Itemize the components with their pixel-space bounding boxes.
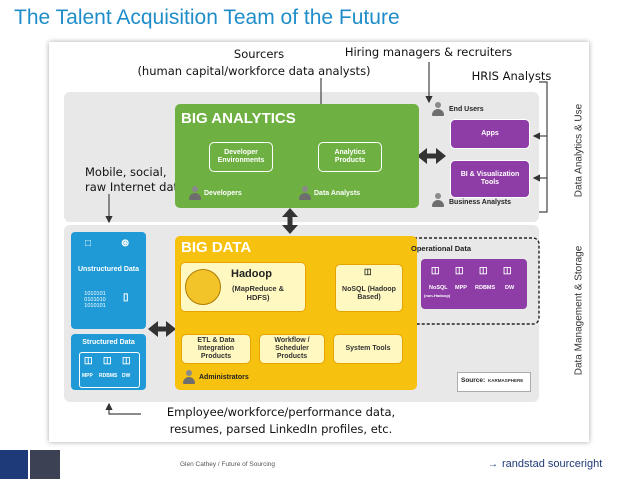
operational-dw-db-icon: ◫ xyxy=(503,265,512,275)
source-credit: Source: KARMASPHERE xyxy=(457,372,531,392)
network-icon: ⊛ xyxy=(121,238,130,249)
nosql-database-icon: ◫ xyxy=(364,267,372,276)
randstad-logo-icon: → xyxy=(488,459,498,470)
business-analysts-person-icon xyxy=(432,193,444,207)
structured-data-title: Structured Data xyxy=(82,338,135,346)
footer-credit: Glen Cathey / Future of Sourcing xyxy=(180,461,276,468)
operational-mpp-label: MPP xyxy=(455,285,467,291)
slide-title: The Talent Acquisition Team of the Futur… xyxy=(14,6,400,29)
operational-nosql-db-icon: ◫ xyxy=(431,265,440,275)
operational-rdbms-db-icon: ◫ xyxy=(479,265,488,275)
big-analytics-title: BIG ANALYTICS xyxy=(181,110,296,127)
diagram-frame: Sourcers (human capital/workforce data a… xyxy=(49,42,589,442)
footer-dark-block xyxy=(30,450,60,479)
big-data-title: BIG DATA xyxy=(181,239,252,256)
laptop-icon: □ xyxy=(85,238,92,249)
operational-data-panel: ◫ ◫ ◫ ◫ NoSQL (non-Hadoop) MPP RDBMS DW xyxy=(421,259,527,309)
operational-nosql-label: NoSQL xyxy=(429,285,448,291)
data-analysts-person-icon xyxy=(299,186,311,200)
raw-internet-label: raw Internet data xyxy=(85,180,186,194)
structured-data-panel: Structured Data ◫ ◫ ◫ MPP RDBMS DW xyxy=(71,334,146,390)
data-analysts-label: Data Analysts xyxy=(314,190,361,197)
structured-mpp-label: MPP xyxy=(82,373,93,379)
big-data-panel: BIG DATA Hadoop (MapReduce & HDFS) ◫ NoS… xyxy=(175,236,417,390)
footer-brand: randstad sourceright xyxy=(502,458,603,470)
structured-db-group: ◫ ◫ ◫ MPP RDBMS DW xyxy=(79,352,140,388)
mobile-phone-icon: ▯ xyxy=(123,292,129,303)
nosql-hadoop-box: ◫ NoSQL (Hadoop Based) xyxy=(335,264,403,312)
dw-database-icon: ◫ xyxy=(122,355,131,365)
unstructured-data-panel: □ ⊛ Unstructured Data 1010101 0101010 10… xyxy=(71,232,146,329)
structured-dw-label: DW xyxy=(122,373,131,379)
developer-environments-box: Developer Environments xyxy=(209,142,273,172)
mobile-social-label: Mobile, social, xyxy=(85,165,167,179)
nosql-hadoop-label: NoSQL (Hadoop Based) xyxy=(342,285,396,301)
operational-data-title: Operational Data xyxy=(411,244,472,253)
developers-person-icon xyxy=(189,186,201,200)
sourcers-sub-label: (human capital/workforce data analysts) xyxy=(137,64,371,78)
analytics-products-box: Analytics Products xyxy=(318,142,382,172)
business-analysts-label: Business Analysts xyxy=(449,199,511,206)
workflow-scheduler-box: Workflow / Scheduler Products xyxy=(259,334,325,364)
mpp-database-icon: ◫ xyxy=(84,355,93,365)
hadoop-sub-label: (MapReduce & HDFS) xyxy=(231,284,285,302)
administrators-label: Administrators xyxy=(199,374,249,381)
footer-navy-block xyxy=(0,450,28,479)
employee-data-label: Employee/workforce/performance data, xyxy=(166,405,396,419)
hadoop-box: Hadoop (MapReduce & HDFS) xyxy=(180,262,306,312)
source-label: Source: xyxy=(461,377,486,384)
system-tools-box: System Tools xyxy=(333,334,403,364)
rdbms-database-icon: ◫ xyxy=(103,355,112,365)
hiring-managers-label: Hiring managers & recruiters xyxy=(344,45,513,59)
resumes-label: resumes, parsed LinkedIn profiles, etc. xyxy=(169,422,393,436)
structured-rdbms-label: RDBMS xyxy=(99,373,118,379)
sourcers-label: Sourcers xyxy=(233,47,285,61)
operational-nosql-sub: (non-Hadoop) xyxy=(424,293,451,298)
binary-digits: 1010101 0101010 1010101 xyxy=(84,290,106,310)
end-users-person-icon xyxy=(432,102,444,116)
hadoop-label: Hadoop xyxy=(231,268,272,280)
apps-box: Apps xyxy=(450,119,530,149)
karmasphere-logo: KARMASPHERE xyxy=(488,378,524,383)
operational-mpp-db-icon: ◫ xyxy=(455,265,464,275)
hris-analysts-label: HRIS Analysts xyxy=(471,69,552,83)
unstructured-data-title: Unstructured Data xyxy=(77,265,140,273)
big-analytics-panel: BIG ANALYTICS Developer Environments Ana… xyxy=(175,104,419,208)
operational-dw-label: DW xyxy=(505,285,515,291)
hadoop-elephant-icon xyxy=(185,269,221,305)
etl-data-integration-box: ETL & Data Integration Products xyxy=(181,334,251,364)
end-users-label: End Users xyxy=(449,106,484,113)
operational-rdbms-label: RDBMS xyxy=(475,285,496,291)
bi-visualization-tools-box: BI & Visualization Tools xyxy=(450,160,530,198)
administrators-person-icon xyxy=(183,370,195,384)
developers-label: Developers xyxy=(204,190,242,197)
